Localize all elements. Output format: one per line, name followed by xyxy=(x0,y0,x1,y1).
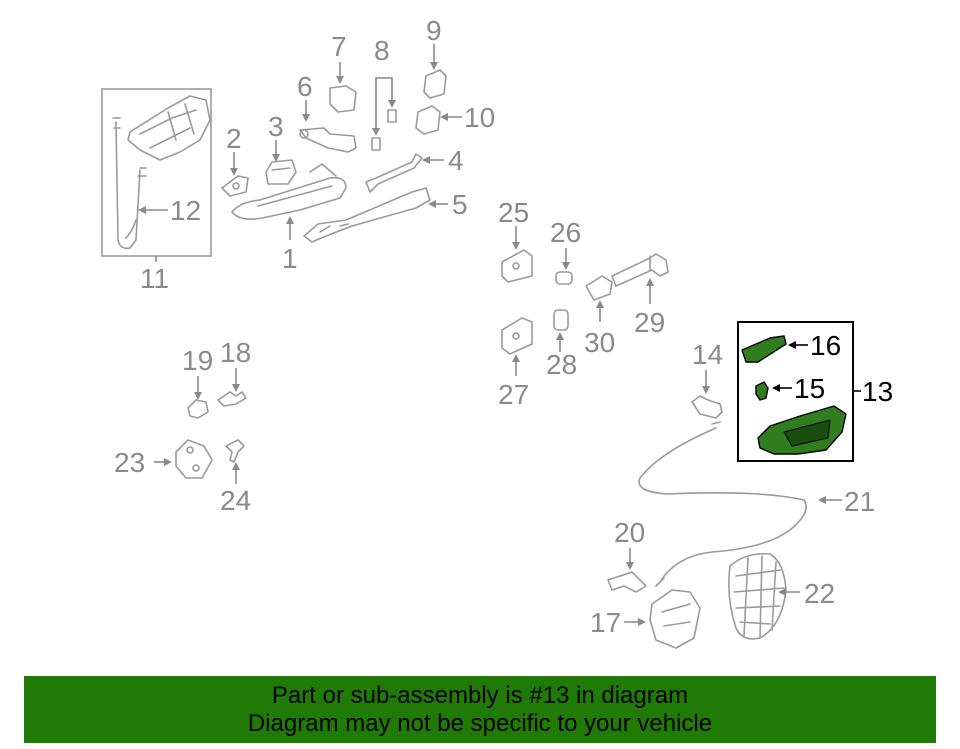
part-4-rod[interactable] xyxy=(365,153,423,193)
callout-17: 17 xyxy=(590,607,621,638)
part-27-plate[interactable] xyxy=(501,317,533,355)
part-5-handle-frame[interactable] xyxy=(303,187,431,243)
callout-23: 23 xyxy=(114,447,145,478)
callout-28: 28 xyxy=(546,349,577,380)
callout-19: 19 xyxy=(182,345,213,376)
part-6-lock-cylinder[interactable] xyxy=(299,127,357,153)
part-29-check-strap[interactable] xyxy=(611,253,669,287)
part-9-cap[interactable] xyxy=(423,69,447,99)
part-2-bracket[interactable] xyxy=(221,175,249,197)
callout-15: 15 xyxy=(794,373,825,404)
banner-line-2: Diagram may not be specific to your vehi… xyxy=(247,709,713,737)
callout-3: 3 xyxy=(268,111,284,142)
callout-13: 13 xyxy=(862,376,893,407)
callout-27: 27 xyxy=(498,379,529,410)
part-1-outside-handle[interactable] xyxy=(231,163,347,220)
callout-24: 24 xyxy=(220,485,251,516)
callout-20: 20 xyxy=(614,517,645,548)
part-7-cap[interactable] xyxy=(329,85,357,113)
callout-30: 30 xyxy=(584,327,615,358)
callout-11: 11 xyxy=(140,263,169,294)
part-30-stopper[interactable] xyxy=(585,275,613,301)
callout-1: 1 xyxy=(282,243,298,274)
part-19-nut[interactable] xyxy=(187,399,209,419)
part-23-striker[interactable] xyxy=(175,439,213,479)
callout-8: 8 xyxy=(374,35,390,66)
banner-line-1: Part or sub-assembly is #13 in diagram xyxy=(271,681,689,709)
part-16-bezel[interactable] xyxy=(741,335,787,363)
callout-21: 21 xyxy=(844,486,875,517)
part-20-bracket[interactable] xyxy=(607,571,647,593)
part-10-cover[interactable] xyxy=(415,105,441,135)
notice-banner: Part or sub-assembly is #13 in diagram D… xyxy=(24,676,936,743)
callout-22: 22 xyxy=(804,578,835,609)
part-3-gasket[interactable] xyxy=(265,159,297,185)
callout-10: 10 xyxy=(464,102,495,133)
callout-26: 26 xyxy=(550,217,581,248)
callout-6: 6 xyxy=(297,71,313,102)
part-28-bushing[interactable] xyxy=(553,309,569,331)
part-22-panel[interactable] xyxy=(728,552,787,640)
callout-12: 12 xyxy=(170,195,201,226)
callout-2: 2 xyxy=(226,123,242,154)
part-21-cable[interactable] xyxy=(638,421,807,587)
callout-14: 14 xyxy=(692,339,723,370)
part-17-latch[interactable] xyxy=(649,589,701,649)
part-11-12-lock-actuator[interactable] xyxy=(112,95,211,250)
callout-16: 16 xyxy=(810,330,841,361)
part-26-bushing[interactable] xyxy=(555,271,573,285)
callout-29: 29 xyxy=(634,307,665,338)
callout-25: 25 xyxy=(498,197,529,228)
callout-7: 7 xyxy=(331,31,347,62)
part-24-bolt[interactable] xyxy=(225,439,245,463)
part-8-clips[interactable] xyxy=(371,109,397,151)
callout-18: 18 xyxy=(220,337,251,368)
part-13-inside-handle[interactable] xyxy=(757,405,847,455)
part-25-plate[interactable] xyxy=(501,249,533,283)
callout-9: 9 xyxy=(426,15,442,46)
part-18-bolt[interactable] xyxy=(217,391,247,407)
part-15-screw[interactable] xyxy=(755,381,769,401)
part-14-cable-end[interactable] xyxy=(691,395,723,419)
callout-4: 4 xyxy=(448,145,464,176)
callout-5: 5 xyxy=(452,189,468,220)
